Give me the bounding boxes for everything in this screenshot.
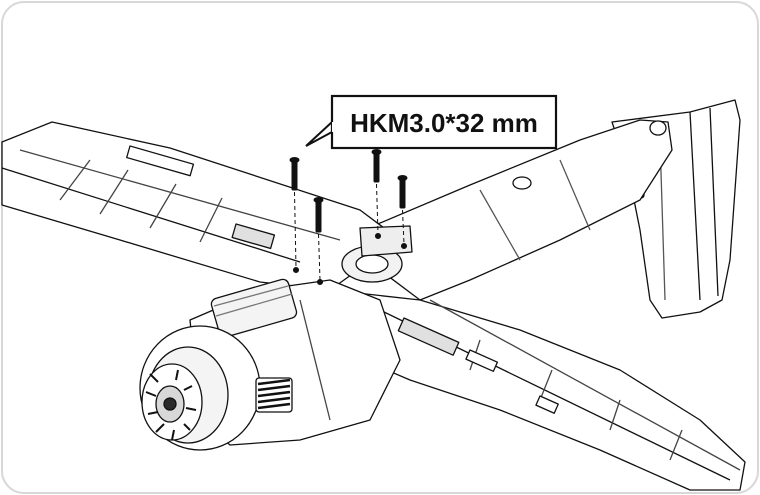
- screw-3: [371, 149, 382, 235]
- screw-4: [397, 175, 408, 245]
- screw-1: [289, 157, 300, 269]
- screw-spec-label: HKM3.0*32 mm: [350, 108, 538, 138]
- screw-callout: HKM3.0*32 mm: [305, 94, 558, 150]
- screws: [289, 149, 408, 281]
- callout-pointer: [305, 121, 333, 147]
- callout-box: [330, 94, 558, 150]
- screw-2: [313, 197, 324, 281]
- airplane-drawing: [1, 99, 746, 491]
- rear-fuselage: [339, 119, 673, 301]
- propeller-hub: [141, 363, 203, 441]
